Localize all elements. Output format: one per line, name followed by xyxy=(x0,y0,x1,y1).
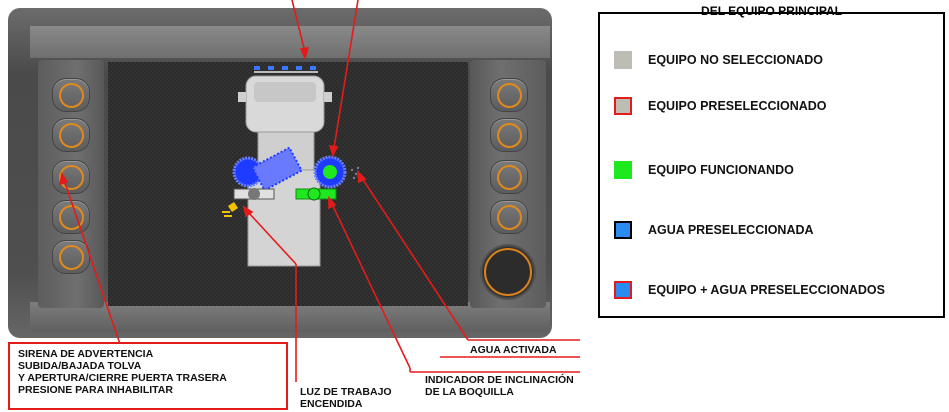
softkey-right-2[interactable] xyxy=(490,118,528,152)
softkey-right-1[interactable] xyxy=(490,78,528,112)
legend-swatch xyxy=(614,221,632,239)
legend-swatch xyxy=(614,161,632,179)
legend-item-not-selected: EQUIPO NO SELECCIONADO xyxy=(614,50,823,70)
callout-text: SIRENA DE ADVERTENCIA xyxy=(18,348,154,360)
front-brush-icon xyxy=(232,146,303,192)
legend-title: DEL EQUIPO PRINCIPAL xyxy=(701,4,842,18)
softkey-left-2[interactable] xyxy=(52,118,90,152)
legend-item-preselected: EQUIPO PRESELECCIONADO xyxy=(614,96,827,116)
softkey-right-3[interactable] xyxy=(490,160,528,194)
nozzle-tilt-icon xyxy=(233,187,337,201)
callout-text: Y APERTURA/CIERRE PUERTA TRASERA xyxy=(18,372,227,384)
softkey-left-4[interactable] xyxy=(52,200,90,234)
softkey-left-1[interactable] xyxy=(52,78,90,112)
callout-text: DE LA BOQUILLA xyxy=(425,386,514,398)
work-light-callout: LUZ DE TRABAJO ENCENDIDA xyxy=(300,386,392,410)
side-brush-icon xyxy=(313,155,347,189)
callout-text: SUBIDA/BAJADA TOLVA xyxy=(18,360,142,372)
legend-label: EQUIPO FUNCIONANDO xyxy=(648,163,794,177)
callout-text: AGUA ACTIVADA xyxy=(470,344,557,356)
work-light-icon xyxy=(222,202,238,217)
callout-text: PRESIONE PARA INHABILITAR xyxy=(18,384,173,396)
legend-label: AGUA PRESELECCIONADA xyxy=(648,223,814,237)
device-top-bezel xyxy=(30,26,550,58)
legend-label: EQUIPO + AGUA PRESELECCIONADOS xyxy=(648,283,885,297)
legend-item-water-preselected: AGUA PRESELECCIONADA xyxy=(614,220,814,240)
rotary-knob[interactable] xyxy=(480,244,536,300)
legend-swatch xyxy=(614,51,632,69)
legend-label: EQUIPO PRESELECCIONADO xyxy=(648,99,827,113)
legend-swatch xyxy=(614,281,632,299)
softkey-right-4[interactable] xyxy=(490,200,528,234)
softkey-left-3-warning-siren[interactable] xyxy=(52,160,90,194)
legend-item-equipment-water-preselected: EQUIPO + AGUA PRESELECCIONADOS xyxy=(614,280,885,300)
callout-text: LUZ DE TRABAJO xyxy=(300,386,392,398)
warning-siren-callout: SIRENA DE ADVERTENCIA SUBIDA/BAJADA TOLV… xyxy=(8,342,288,410)
nozzle-tilt-callout: INDICADOR DE INCLINACIÓN DE LA BOQUILLA xyxy=(425,374,574,398)
water-active-callout: AGUA ACTIVADA xyxy=(470,344,557,356)
callout-text: ENCENDIDA xyxy=(300,398,363,410)
device-bottom-bezel xyxy=(30,302,550,332)
beacon-lights-icon xyxy=(254,66,318,73)
legend-swatch xyxy=(614,97,632,115)
status-legend: DEL EQUIPO PRINCIPAL EQUIPO NO SELECCION… xyxy=(598,4,945,318)
callout-text: INDICADOR DE INCLINACIÓN xyxy=(425,374,574,386)
legend-label: EQUIPO NO SELECCIONADO xyxy=(648,53,824,67)
legend-item-running: EQUIPO FUNCIONANDO xyxy=(614,160,794,180)
